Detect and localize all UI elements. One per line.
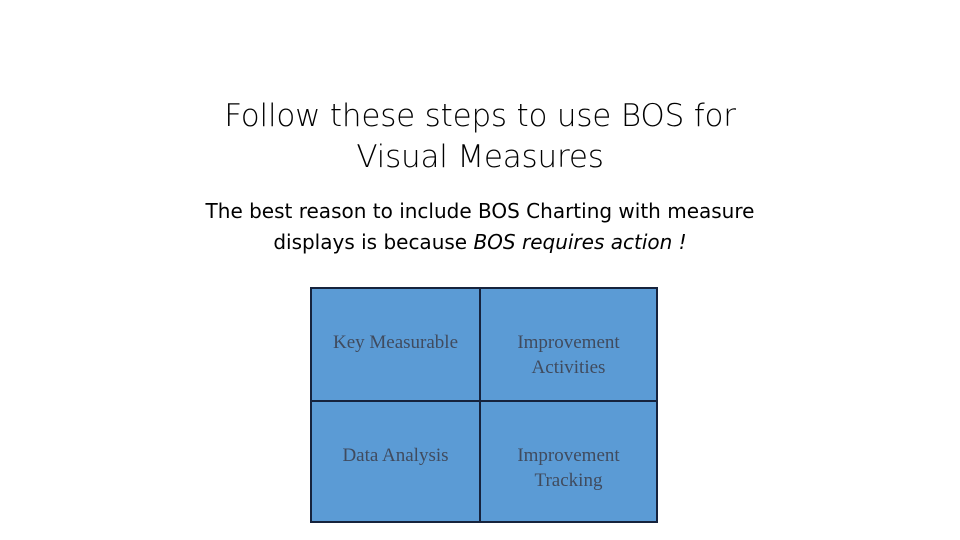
subtitle-emphasis: BOS requires action ! [473,230,687,254]
matrix-cell-text: Improvement Activities [481,289,656,380]
matrix-cell-key-measurable[interactable]: Key Measurable [310,287,481,402]
matrix-cell-text: Improvement Tracking [481,402,656,493]
matrix-cell-improvement-tracking[interactable]: Improvement Tracking [479,400,658,523]
page-title-line-2: Visual Measures [356,139,604,175]
table-row: Key Measurable Improvement Activities [310,287,658,402]
matrix-cell-line: Data Analysis [342,445,449,466]
table-row: Data Analysis Improvement Tracking [310,400,658,523]
matrix-cell-text: Key Measurable [312,289,479,355]
subtitle-line-1: The best reason to include BOS Charting … [205,199,755,223]
matrix-cell-line: Activities [531,357,606,378]
matrix-cell-line: Key Measurable [332,332,459,353]
page-title-line-1: Follow these steps to use BOS for [224,98,736,134]
matrix-cell-text: Data Analysis [312,402,479,468]
subtitle-line-2: displays is because BOS requires action … [130,227,830,258]
matrix-cell-improvement-activities[interactable]: Improvement Activities [479,287,658,402]
matrix-cell-line: Improvement [517,445,620,466]
bos-matrix-table: Key Measurable Improvement Activities Da… [310,287,658,523]
matrix-cell-data-analysis[interactable]: Data Analysis [310,400,481,523]
subtitle-text: The best reason to include BOS Charting … [130,196,830,258]
page-title: Follow these steps to use BOS for Visual… [130,96,830,178]
subtitle-line-2-plain: displays is because [273,230,474,254]
matrix-cell-line: Tracking [534,470,603,491]
matrix-cell-line: Improvement [517,332,620,353]
